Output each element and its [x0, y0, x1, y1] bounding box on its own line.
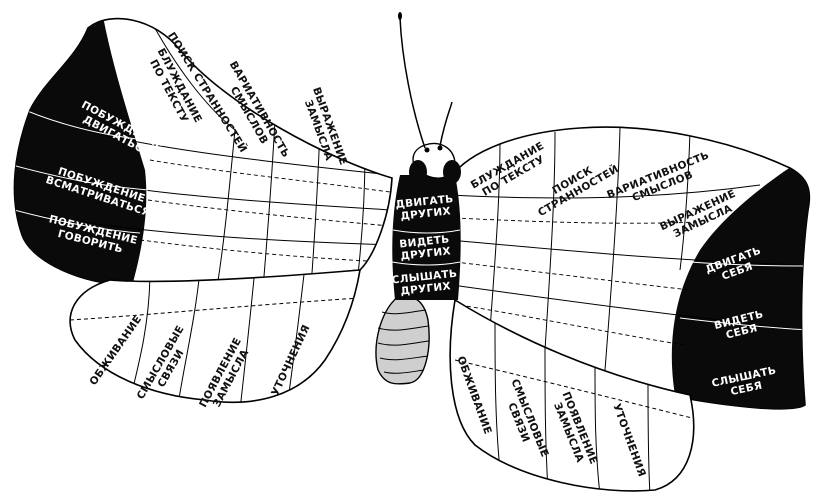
left-eye: [409, 160, 427, 184]
butterfly-antennae: [400, 18, 452, 148]
right-eye: [443, 160, 461, 184]
butterfly-abdomen: [376, 295, 429, 384]
butterfly-head: [409, 144, 461, 184]
